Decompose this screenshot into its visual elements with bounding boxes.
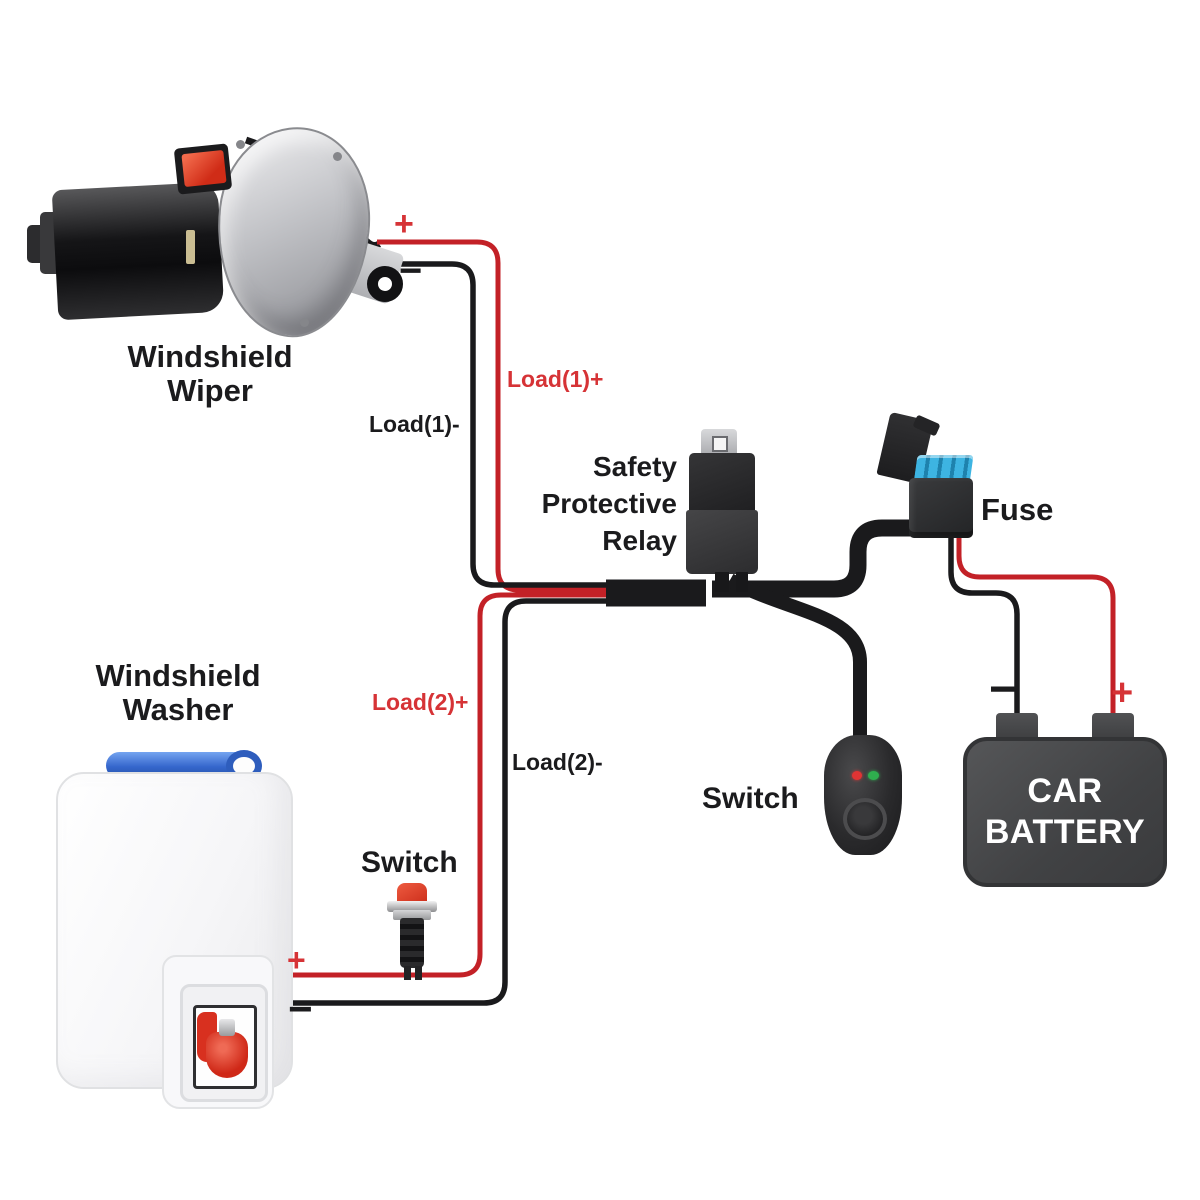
housing-bolt: [300, 318, 309, 327]
washer-label: Windshield Washer: [95, 658, 261, 727]
relay-switch-label: Switch: [702, 782, 799, 815]
washer-pump-terminal: [219, 1019, 235, 1036]
fob-green-led: [868, 771, 879, 780]
relay-pin: [736, 572, 748, 592]
wire-load2-negative: [284, 598, 616, 1006]
washer-minus-symbol: −: [288, 985, 313, 1032]
wire-fuse-to-battery-positive: [956, 534, 1116, 720]
wire-fuse-to-battery-negative: [948, 534, 1020, 720]
load1-negative-label: Load(1)-: [369, 411, 460, 437]
housing-bolt: [236, 140, 245, 149]
load1-positive-label: Load(1)+: [507, 366, 604, 392]
battery-positive-terminal: [1092, 713, 1134, 741]
washer-switch-label: Switch: [361, 846, 458, 879]
push-button-flange: [387, 901, 437, 912]
battery-body: CAR BATTERY: [963, 737, 1167, 887]
battery-plus-symbol: +: [1111, 672, 1134, 714]
ground-eyelet: [367, 266, 403, 302]
load2-positive-label: Load(2)+: [372, 689, 469, 715]
washer-plus-symbol: +: [287, 942, 306, 978]
wire-load2-positive: [286, 592, 616, 978]
motor-rocker-switch: [181, 149, 227, 188]
relay-mount-hole: [712, 436, 728, 452]
housing-bolt: [333, 152, 342, 161]
wire-relay-to-switch: [726, 573, 867, 744]
wire-relay-to-fuse: [712, 519, 918, 598]
push-button-pin: [415, 966, 422, 980]
relay-pin: [715, 572, 729, 592]
wire-load1-negative: [378, 261, 616, 588]
fuse-holder-body: [909, 478, 973, 538]
fuse-label: Fuse: [981, 492, 1054, 527]
wire-load1-positive: [377, 239, 616, 593]
battery-negative-terminal: [996, 713, 1038, 741]
push-button-pin: [404, 966, 411, 980]
relay-upper-body: [689, 453, 755, 513]
battery-minus-symbol: −: [989, 663, 1018, 716]
relay-label: Safety Protective Relay: [541, 451, 677, 556]
relay-lower-body: [686, 510, 758, 574]
washer-pump: [206, 1032, 248, 1078]
motor-brush-slot: [186, 230, 195, 264]
wiper-minus-symbol: −: [399, 249, 423, 293]
load2-negative-label: Load(2)-: [512, 749, 603, 775]
push-button-collar: [393, 910, 431, 920]
battery-label: CAR BATTERY: [984, 772, 1146, 851]
fob-red-led: [852, 771, 862, 780]
wiper-label: Windshield Wiper: [127, 339, 293, 408]
motor-cylinder: [51, 181, 225, 321]
fob-round-button: [843, 798, 887, 840]
push-button-body: [400, 918, 424, 968]
wiper-plus-symbol: +: [394, 205, 414, 243]
